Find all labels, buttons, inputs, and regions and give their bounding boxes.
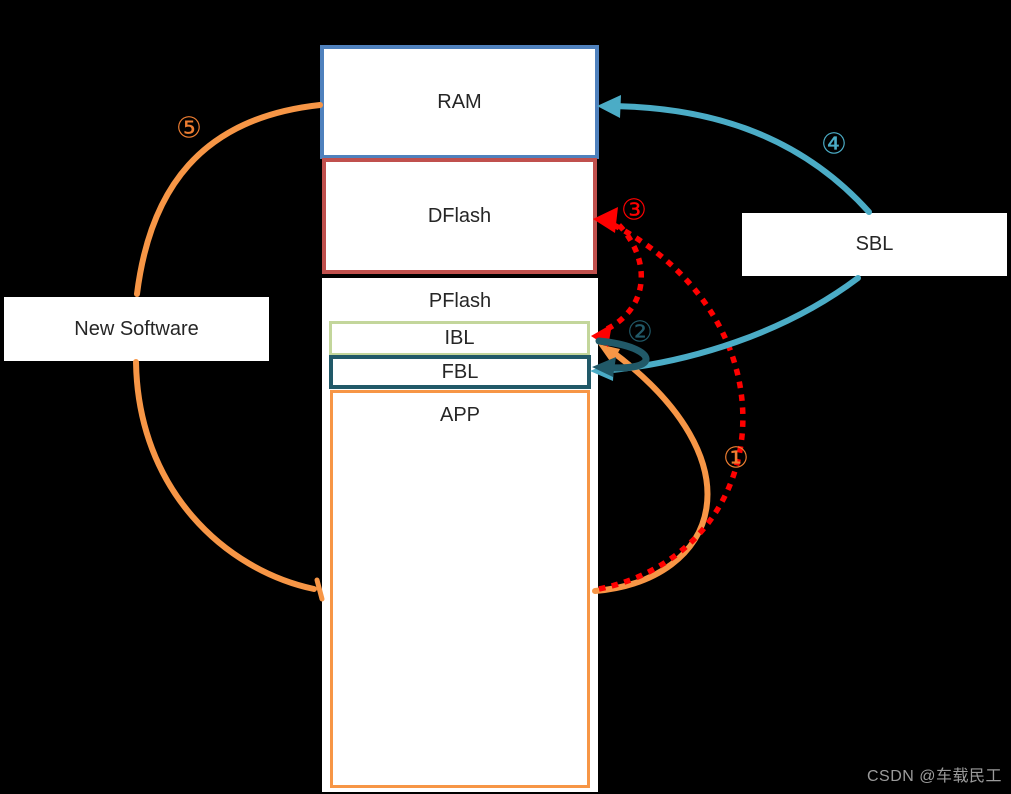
- app-box: APP: [330, 390, 590, 788]
- step-1-badge: ①: [723, 440, 749, 475]
- step-5-badge: ⑤: [176, 110, 202, 145]
- ram-box: RAM: [320, 45, 599, 159]
- fbl-box: FBL: [329, 355, 591, 389]
- new-software-label: New Software: [74, 317, 199, 340]
- step-3-badge: ③: [621, 192, 647, 227]
- ibl-box: IBL: [329, 321, 590, 356]
- arrow-1-app-to-ibl: [592, 347, 711, 594]
- csdn-watermark: CSDN @车载民工: [866, 768, 1002, 785]
- pflash-label: PFlash: [428, 289, 492, 312]
- dflash-label: DFlash: [427, 204, 492, 227]
- arrow-3-app-to-dflash: [598, 219, 746, 592]
- sbl-box: SBL: [742, 213, 1007, 276]
- fbl-label: FBL: [441, 360, 479, 383]
- ibl-label: IBL: [444, 327, 475, 349]
- step-2-badge: ②: [627, 314, 653, 349]
- arrowhead-1-ibl: [598, 344, 620, 364]
- sbl-label: SBL: [855, 233, 894, 255]
- new-software-box: New Software: [4, 297, 269, 361]
- app-label: APP: [439, 404, 481, 426]
- step-4-badge: ④: [821, 126, 847, 161]
- arrowhead-4-ram: [597, 95, 621, 118]
- dflash-box: DFlash: [322, 158, 597, 274]
- arrow-5-ram-to-new-software: [134, 102, 323, 297]
- arrow-new-software-to-app: [133, 359, 317, 592]
- ram-label: RAM: [437, 90, 482, 113]
